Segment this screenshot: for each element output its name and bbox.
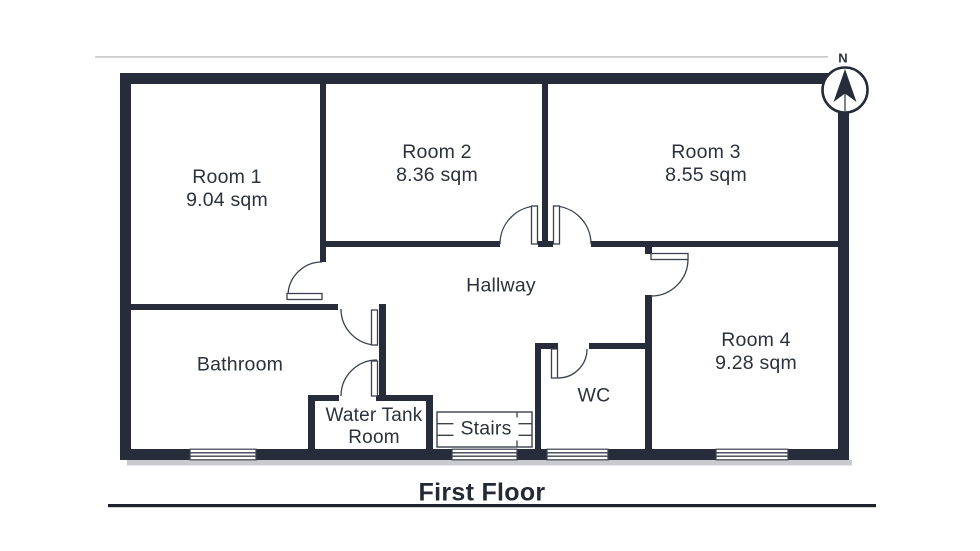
- room2-area: 8.36 sqm: [396, 164, 478, 186]
- door-room1-hallway: [286, 261, 323, 301]
- doors: [286, 205, 689, 397]
- building-shadow: [127, 460, 852, 466]
- room3-name: Room 3: [671, 141, 741, 163]
- compass-north-label: N: [838, 50, 848, 66]
- door-room4: [650, 252, 689, 297]
- room4-name: Room 4: [721, 329, 791, 351]
- window-bathroom: [189, 448, 257, 461]
- water-tank-room-label: Water Tank Room: [325, 405, 423, 448]
- room1-area: 9.04 sqm: [186, 189, 268, 211]
- door-wc: [550, 348, 588, 379]
- door-room2: [499, 205, 539, 245]
- hallway-label: Hallway: [466, 274, 536, 297]
- stairs-label: Stairs: [453, 417, 519, 441]
- bathroom-label: Bathroom: [196, 353, 284, 376]
- room2-name: Room 2: [402, 141, 472, 163]
- photo-edge-line: [95, 56, 828, 58]
- window-wc: [546, 448, 609, 461]
- door-room3: [552, 205, 592, 245]
- compass-icon: [821, 66, 869, 114]
- interior-walls: [131, 84, 838, 449]
- floor-title: First Floor: [418, 478, 546, 507]
- windows: [189, 448, 789, 461]
- room1-name: Room 1: [192, 166, 262, 188]
- title-divider-line: [108, 504, 876, 508]
- building-footprint: [120, 73, 849, 460]
- door-water-tank-room: [340, 359, 379, 397]
- room4-area: 9.28 sqm: [715, 352, 797, 374]
- window-stairs: [451, 448, 518, 461]
- room3-area: 8.55 sqm: [665, 164, 747, 186]
- door-bathroom: [340, 308, 379, 346]
- wc-label: WC: [577, 384, 611, 407]
- window-room4: [715, 448, 789, 461]
